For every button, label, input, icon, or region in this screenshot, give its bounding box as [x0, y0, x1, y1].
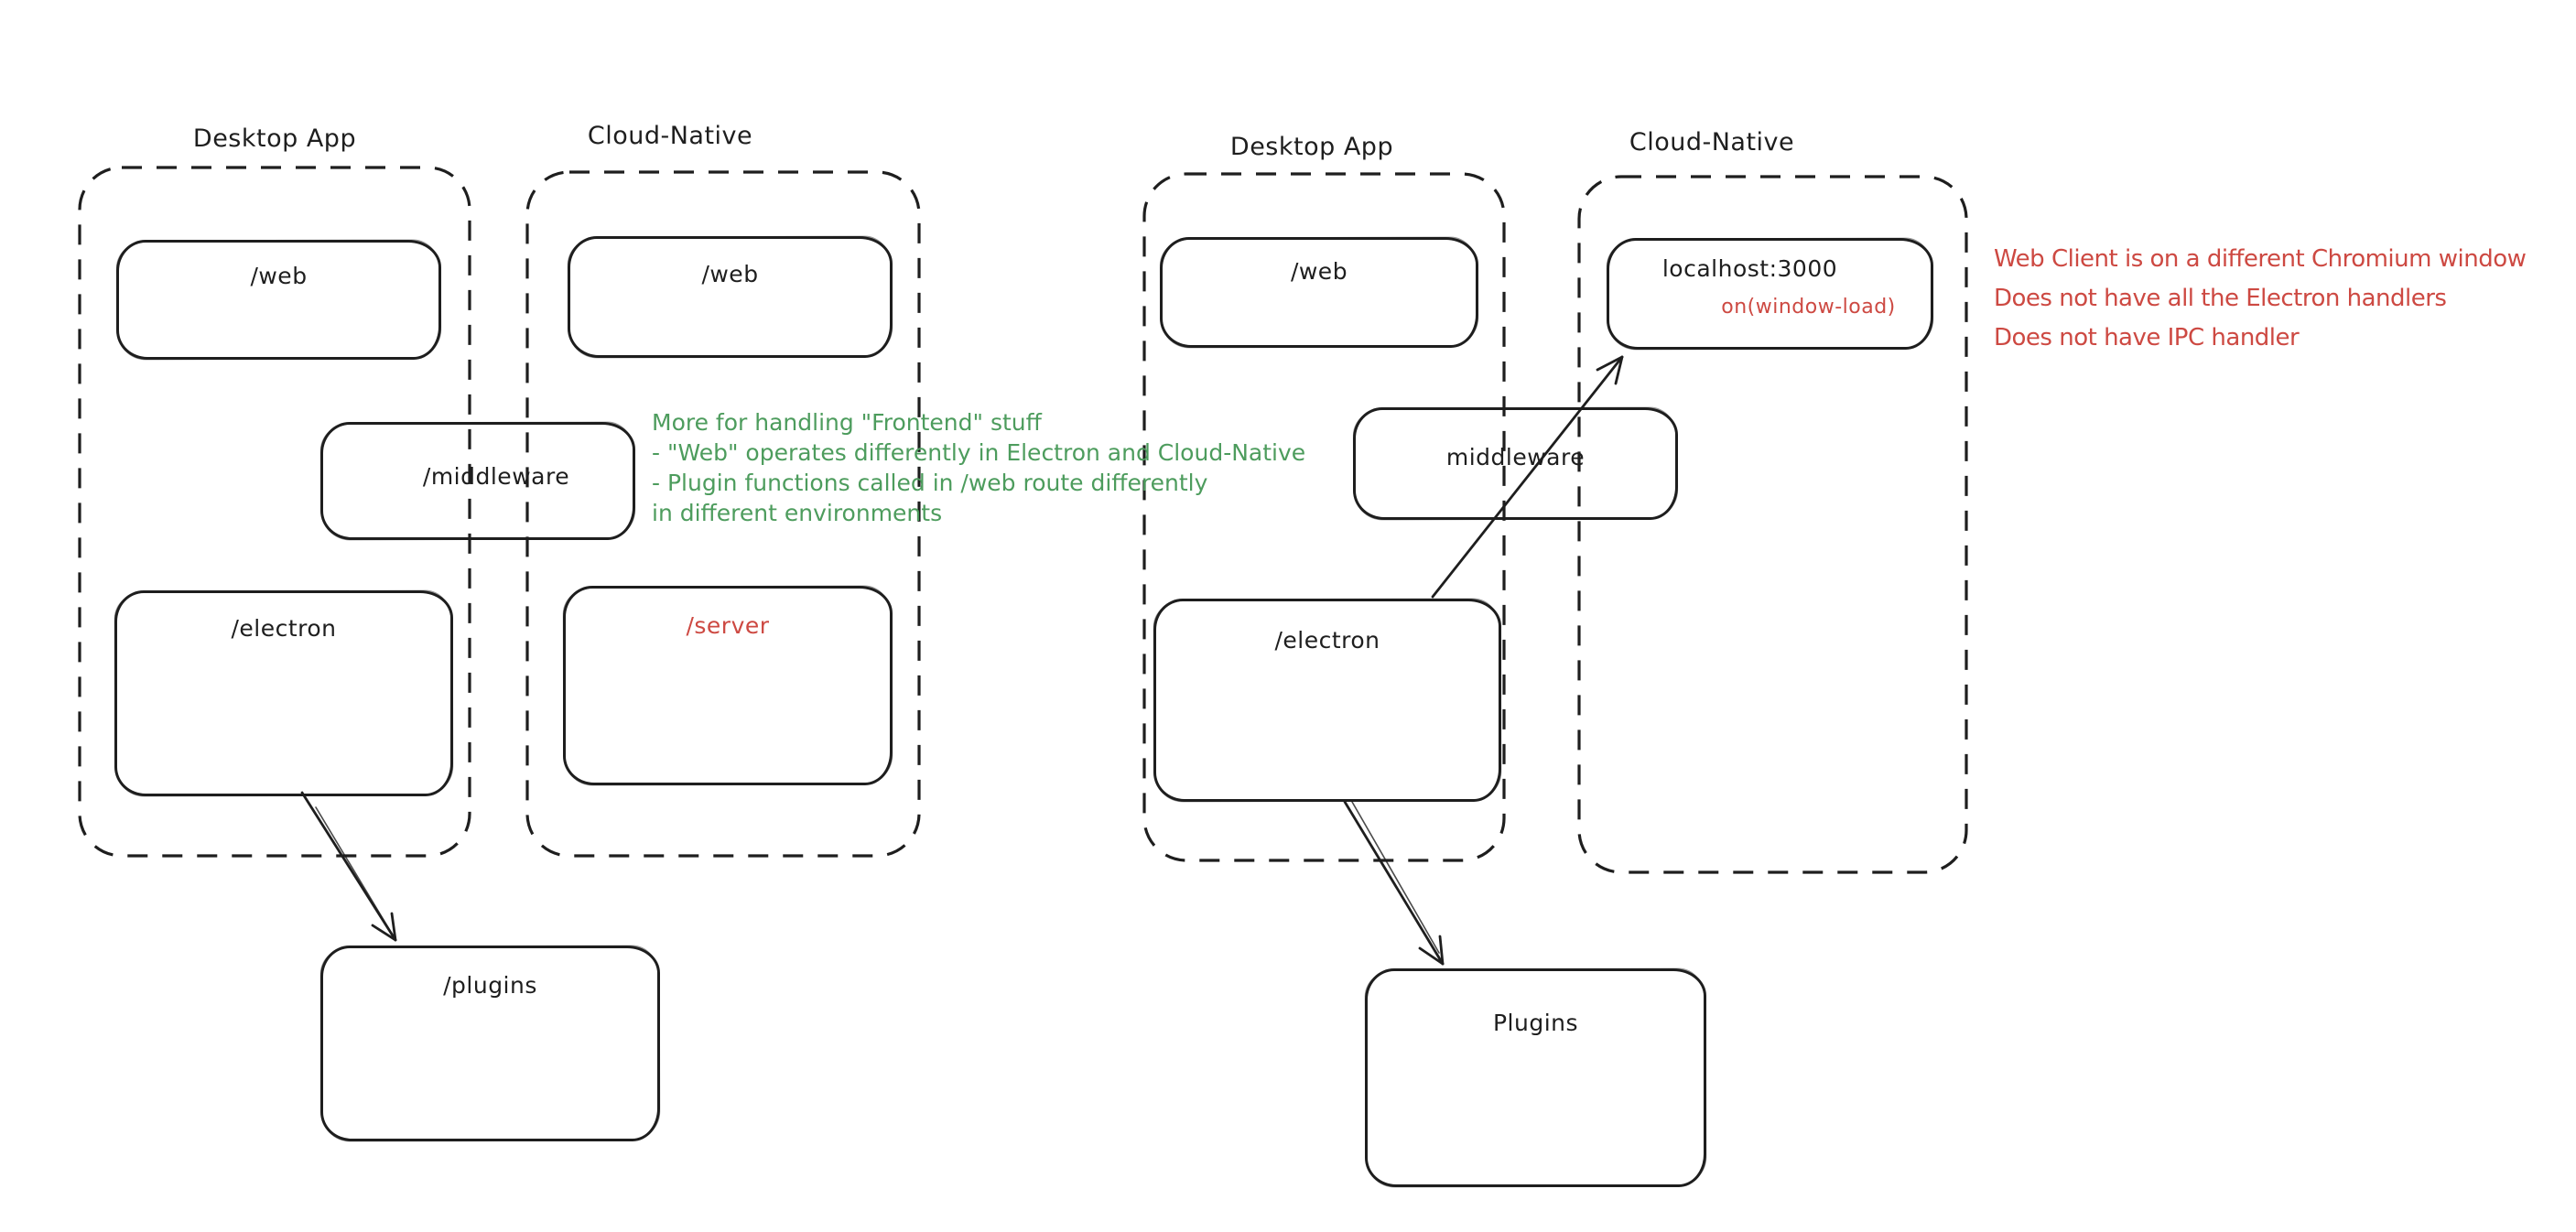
- left-cloud-native-title: Cloud-Native: [587, 122, 753, 150]
- left-server-label: /server: [686, 612, 770, 639]
- green-note-line-1: More for handling "Frontend" stuff: [652, 409, 1042, 436]
- left-middleware-label: /middleware: [422, 463, 570, 490]
- right-web-desktop-label: /web: [1290, 258, 1348, 285]
- green-frontend-note: More for handling "Frontend" stuff - "We…: [652, 407, 1305, 528]
- left-middleware-box: /middleware: [320, 422, 635, 540]
- red-note-line-1: Web Client is on a different Chromium wi…: [1994, 245, 2527, 273]
- right-middleware-box: middleware: [1353, 407, 1678, 520]
- green-note-line-3: - Plugin functions called in /web route …: [652, 470, 1208, 496]
- right-plugins-label: Plugins: [1492, 1010, 1579, 1036]
- left-web-desktop-label: /web: [250, 263, 308, 289]
- red-note-line-3: Does not have IPC handler: [1994, 324, 2300, 351]
- red-web-client-note: Web Client is on a different Chromium wi…: [1994, 240, 2527, 358]
- right-cloud-native-title: Cloud-Native: [1629, 128, 1795, 157]
- left-web-cloud-box: /web: [568, 236, 893, 358]
- left-electron-label: /electron: [231, 615, 337, 642]
- right-window-load-label: on(window-load): [1721, 296, 1896, 319]
- left-web-cloud-label: /web: [701, 261, 759, 287]
- right-middleware-label: middleware: [1445, 444, 1586, 470]
- left-web-desktop-box: /web: [116, 240, 441, 360]
- right-web-desktop-box: /web: [1160, 237, 1478, 348]
- right-localhost-label: localhost:3000: [1661, 255, 1838, 282]
- right-electron-label: /electron: [1274, 627, 1380, 654]
- red-note-line-2: Does not have all the Electron handlers: [1994, 285, 2447, 312]
- left-plugins-box: /plugins: [320, 946, 660, 1141]
- right-plugins-box: Plugins: [1365, 968, 1706, 1187]
- green-note-line-2: - "Web" operates differently in Electron…: [652, 439, 1306, 466]
- right-electron-box: /electron: [1153, 599, 1501, 802]
- right-desktop-app-title: Desktop App: [1229, 133, 1394, 161]
- left-server-box: /server: [563, 586, 893, 785]
- left-desktop-app-title: Desktop App: [192, 124, 357, 153]
- left-plugins-label: /plugins: [443, 972, 537, 999]
- left-electron-box: /electron: [114, 590, 453, 796]
- right-localhost-box: localhost:3000 on(window-load): [1607, 238, 1933, 350]
- green-note-line-4: in different environments: [652, 500, 943, 526]
